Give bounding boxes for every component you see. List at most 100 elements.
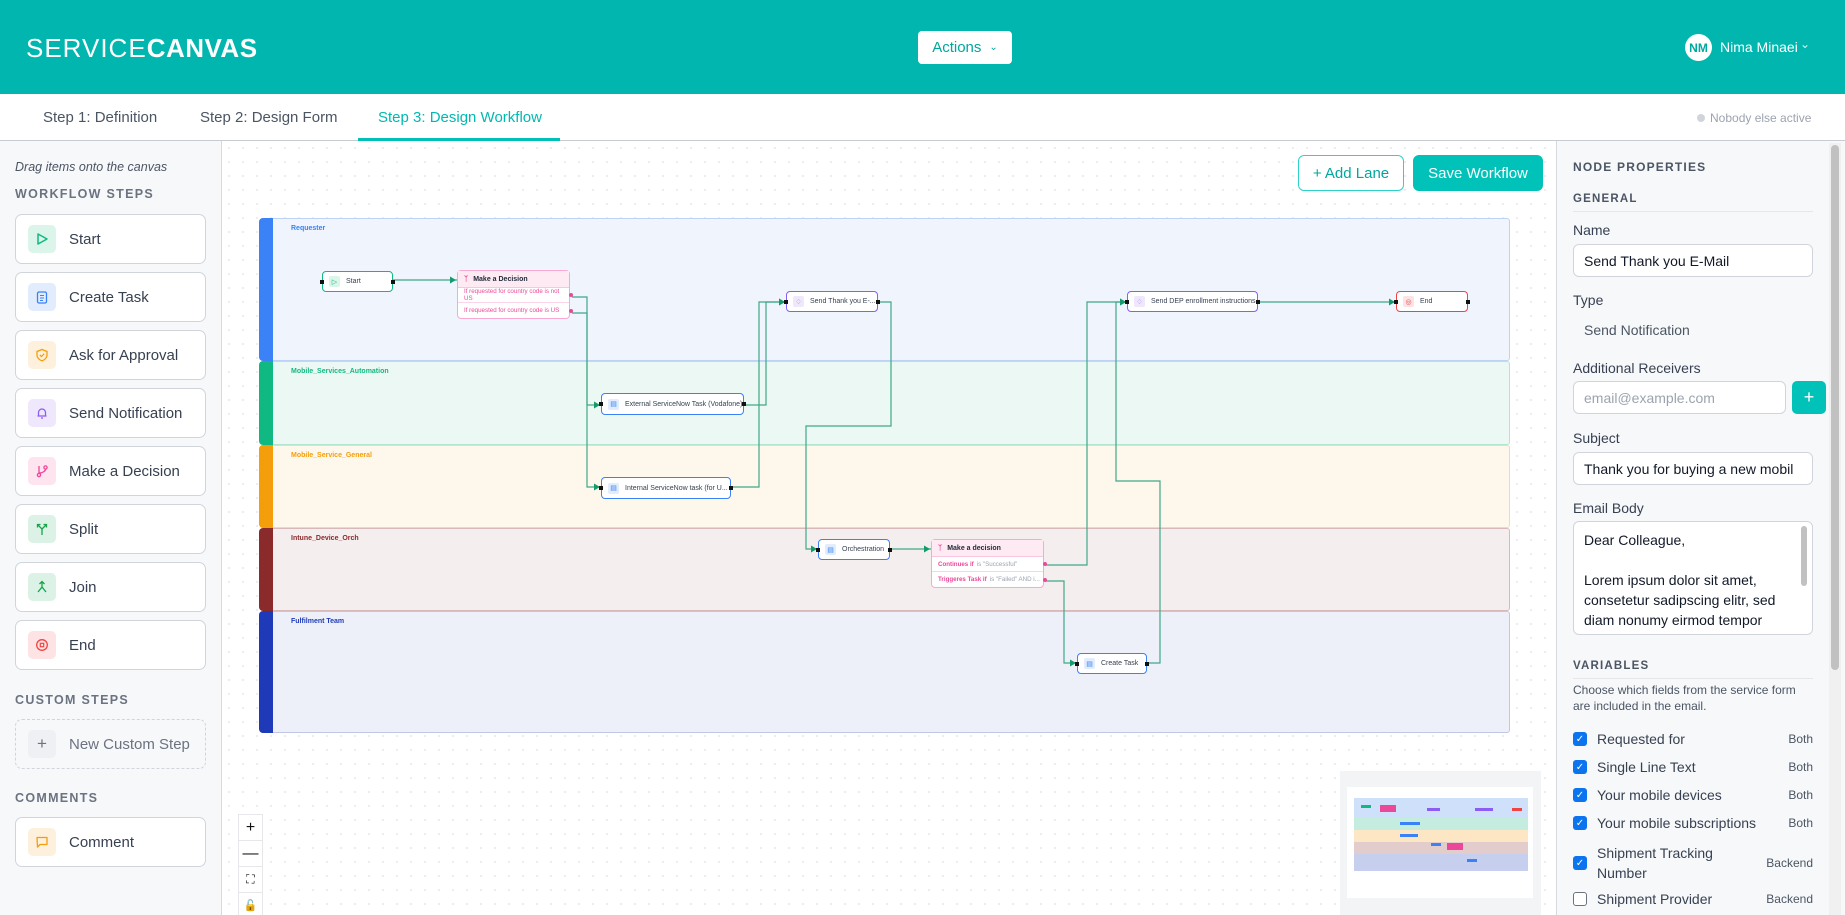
node-internal-servicenow[interactable]: ▤Internal ServiceNow task (for U... [599,477,733,499]
output-handle[interactable] [569,308,573,313]
variable-checkbox[interactable] [1573,892,1587,906]
minimap[interactable] [1340,771,1541,915]
sidebar-item-split[interactable]: Split [15,504,206,554]
node-create-task[interactable]: ▤Create Task [1075,653,1149,674]
lane-color-bar [259,611,273,733]
node-start[interactable]: ▷Start [320,271,395,292]
email-body-textarea[interactable]: Dear Colleague, Lorem ipsum dolor sit am… [1573,521,1813,635]
output-handle[interactable] [1256,299,1260,304]
subject-input[interactable] [1573,452,1813,485]
variable-scope: Backend [1766,856,1813,870]
node-end[interactable]: ◎End [1394,291,1470,312]
arrowhead-icon [811,545,817,553]
input-handle[interactable] [1125,299,1129,304]
lane-mobile-service-general[interactable]: Mobile_Service_General [259,445,1510,528]
actions-button[interactable]: Actions⌄ [918,31,1012,64]
output-handle[interactable] [876,299,880,304]
lock-icon[interactable]: 🔓 [239,893,262,915]
edge-create_task-to-dep[interactable] [1115,301,1161,664]
sidebar-item-create-task[interactable]: Create Task [15,272,206,322]
output-handle[interactable] [1043,577,1047,582]
save-workflow-button[interactable]: Save Workflow [1413,155,1543,191]
lane-intune-device-orch[interactable]: Intune_Device_Orch [259,528,1510,611]
input-handle[interactable] [599,402,603,406]
edge-external-to-thank_you[interactable] [744,301,786,406]
sidebar-item-join[interactable]: Join [15,562,206,612]
node-external-servicenow[interactable]: ▤External ServiceNow Task (Vodafone) [599,393,746,415]
sidebar-item-make-decision[interactable]: Make a Decision [15,446,206,496]
input-handle[interactable] [599,486,603,490]
variable-checkbox[interactable]: ✓ [1573,856,1587,870]
input-handle[interactable] [320,279,324,284]
output-handle[interactable] [391,279,395,284]
new-custom-step-button[interactable]: +New Custom Step [15,719,206,769]
logo[interactable]: SERVICECANVAS [26,33,258,64]
output-handle[interactable] [1466,299,1470,304]
node-send-thank-you[interactable]: ♢Send Thank you E-... [784,291,880,312]
output-handle[interactable] [1043,562,1047,566]
name-input[interactable] [1573,244,1813,277]
presence-dot-icon [1697,114,1705,122]
add-receiver-button[interactable]: + [1792,381,1826,414]
variable-checkbox[interactable]: ✓ [1573,816,1587,830]
branch-label: If requested for country code is not US [464,288,560,302]
edge-decision1.1-to-internal[interactable] [572,312,601,488]
clipboard-icon [28,283,56,311]
edge-thank_you-to-orchestration[interactable] [805,301,892,550]
node-label: Send Thank you E-... [810,298,876,305]
sidebar-item-ask-approval[interactable]: Ask for Approval [15,330,206,380]
zoom-out-icon[interactable]: — [239,841,262,867]
input-handle[interactable] [784,299,788,304]
edge-internal-to-thank_you[interactable] [731,301,786,488]
variable-checkbox[interactable]: ✓ [1573,788,1587,802]
output-handle[interactable] [888,547,892,552]
output-handle[interactable] [729,486,733,490]
output-handle[interactable] [569,293,573,297]
variable-checkbox[interactable]: ✓ [1573,760,1587,774]
decision-branch[interactable]: If requested for country code is US [458,303,573,318]
tab-definition[interactable]: Step 1: Definition [43,109,158,126]
node-label: External ServiceNow Task (Vodafone) [625,400,743,408]
input-handle[interactable] [1075,661,1079,666]
sidebar-item-end[interactable]: End [15,620,206,670]
sidebar-item-start[interactable]: Start [15,214,206,264]
tab-design-form[interactable]: Step 2: Design Form [200,109,338,126]
drag-hint: Drag items onto the canvas [15,160,168,174]
node-label: Internal ServiceNow task (for U... [625,484,728,492]
lane-fulfilment-team[interactable]: Fulfilment Team [259,611,1510,733]
chevron-down-icon[interactable]: ⌄ [1800,37,1811,51]
fit-view-icon[interactable]: ⛶ [239,867,262,893]
input-handle[interactable] [1394,299,1398,304]
sidebar-item-send-notification[interactable]: Send Notification [15,388,206,438]
workflow-canvas[interactable]: + Add Lane Save Workflow Requester Mobil… [222,141,1556,915]
receivers-email-input[interactable] [1573,381,1786,414]
sidebar-item-comment[interactable]: Comment [15,817,206,867]
zoom-in-icon[interactable]: + [239,815,262,841]
variables-heading: VARIABLES [1573,660,1650,672]
textarea-scrollbar[interactable] [1801,526,1807,586]
input-handle[interactable] [816,547,820,552]
avatar[interactable]: NM [1685,34,1712,61]
output-handle[interactable] [1145,661,1149,666]
output-handle[interactable] [742,402,746,406]
panel-scrollbar[interactable] [1829,143,1841,915]
tab-design-workflow[interactable]: Step 3: Design Workflow [378,109,542,126]
edge-decision2.0-to-dep[interactable] [1045,301,1127,566]
edge-decision2.1-to-create_task[interactable] [1045,580,1077,664]
node-orchestration[interactable]: ▤Orchestration [816,539,892,560]
add-lane-button[interactable]: + Add Lane [1298,155,1404,191]
node-send-dep[interactable]: ♢Send DEP enrollment instructions [1125,291,1260,312]
variable-checkbox[interactable]: ✓ [1573,732,1587,746]
decision-branch[interactable]: If requested for country code is not US [458,288,573,303]
user-name[interactable]: Nima Minaei [1720,39,1798,55]
